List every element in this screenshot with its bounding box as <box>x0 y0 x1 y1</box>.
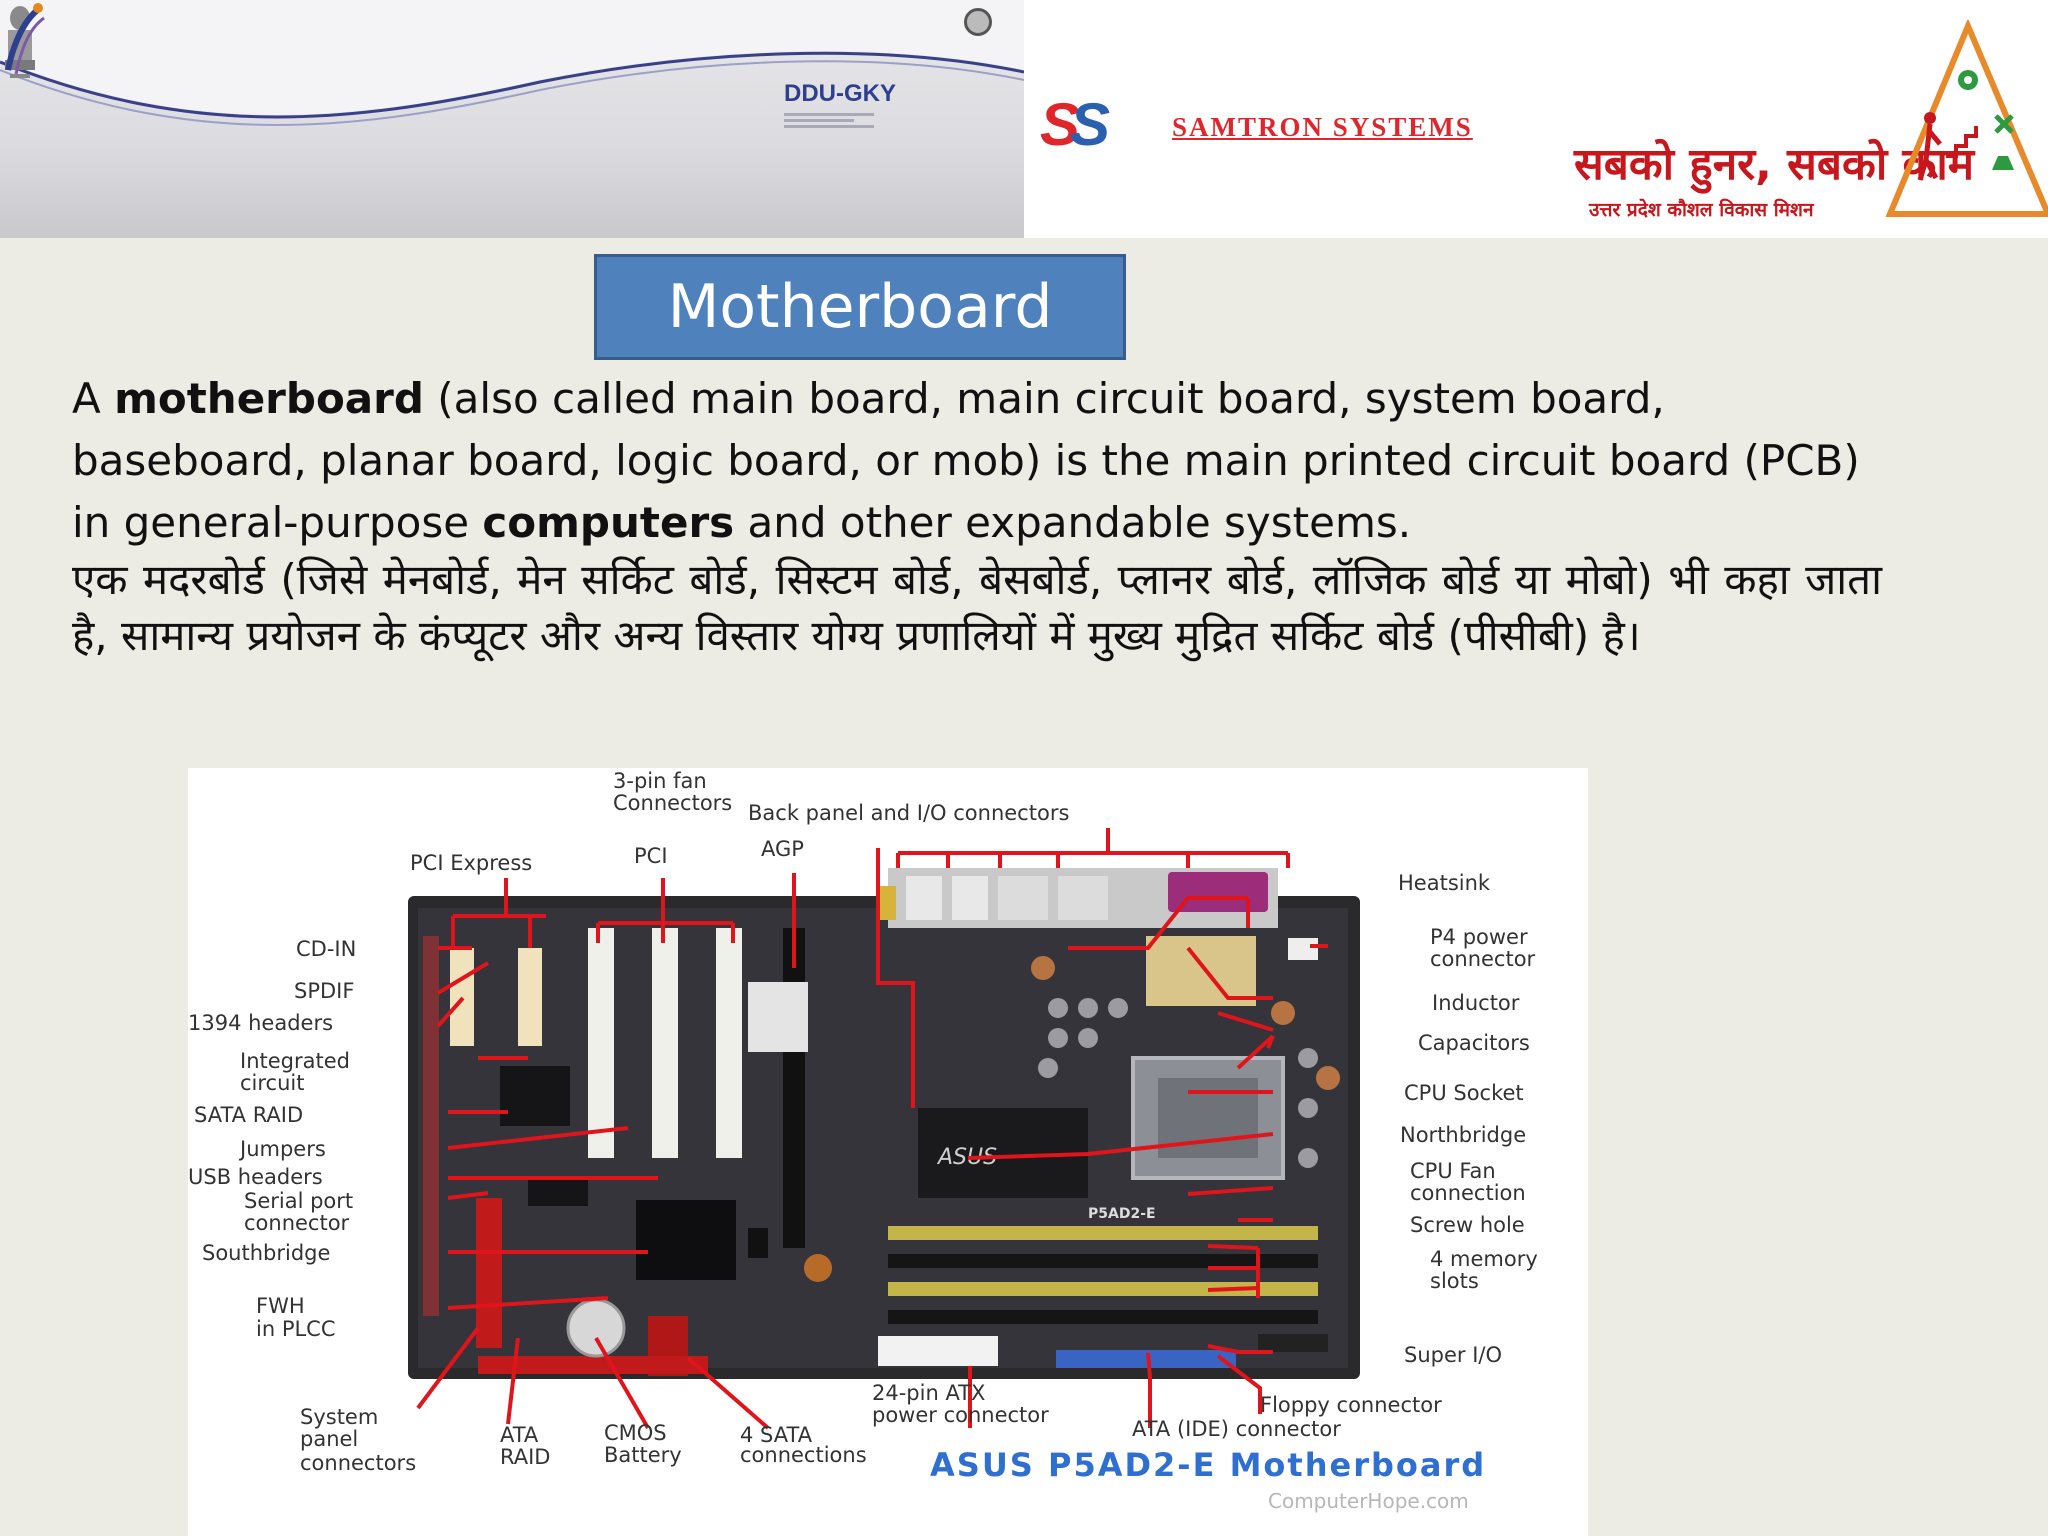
memory-slot-1 <box>888 1226 1318 1240</box>
label-sata-1: 4 SATA <box>740 1423 813 1447</box>
label-sys-1: System <box>300 1405 378 1429</box>
leader-lines <box>416 828 1328 1430</box>
label-fan-2: Connectors <box>613 791 732 815</box>
definition-hindi: एक मदरबोर्ड (जिसे मेनबोर्ड, मेन सर्किट ब… <box>72 555 1882 660</box>
definition-text-1: A <box>72 374 115 423</box>
company-name: SAMTRON SYSTEMS <box>1172 112 1473 142</box>
agp-slot <box>783 928 805 1248</box>
label-southbridge: Southbridge <box>202 1241 330 1265</box>
label-screw: Screw hole <box>1410 1213 1525 1237</box>
label-sata-raid: SATA RAID <box>194 1103 303 1127</box>
label-sys-3: connectors <box>300 1451 416 1475</box>
ddu-gky-logo-icon <box>5 3 45 75</box>
atx-power-connector <box>878 1336 998 1366</box>
label-mem-1: 4 memory <box>1430 1247 1538 1271</box>
label-floppy: Floppy connector <box>1260 1393 1442 1417</box>
ide-connector <box>1056 1350 1236 1368</box>
memory-slot-2 <box>888 1254 1318 1268</box>
definition-bold-computers: computers <box>482 498 735 547</box>
pci-slot-3 <box>716 928 742 1158</box>
label-cd-in: CD-IN <box>296 937 356 961</box>
label-cpu-fan-2: connection <box>1410 1181 1526 1205</box>
label-sata-2: connections <box>740 1443 867 1467</box>
header-banner-right: SS SAMTRON SYSTEMS सबको हुनर, सबको काम उ… <box>1024 0 2048 238</box>
slide-title: Motherboard <box>594 254 1126 360</box>
definition-text-2: (also called main board, main circuit bo… <box>72 374 1860 547</box>
skill-mission-triangle-icon <box>1885 20 2048 217</box>
motherboard-diagram-svg: ASUS P5AD2-E <box>188 769 1538 1513</box>
floppy-connector <box>1258 1334 1328 1352</box>
label-p4-1: P4 power <box>1430 925 1528 949</box>
definition-english: A motherboard (also called main board, m… <box>72 368 1892 554</box>
ss-logo: SS <box>1040 91 1110 158</box>
label-mem-2: slots <box>1430 1269 1479 1293</box>
label-fwh-2: in PLCC <box>256 1317 336 1341</box>
label-agp: AGP <box>761 837 804 861</box>
label-fwh-1: FWH <box>256 1294 305 1318</box>
label-ata-2: RAID <box>500 1445 550 1469</box>
label-atx-1: 24-pin ATX <box>872 1381 985 1405</box>
label-spdif: SPDIF <box>294 979 354 1003</box>
parallel-port <box>1168 872 1268 912</box>
ata-raid-connector <box>476 1198 502 1348</box>
label-capacitors: Capacitors <box>1418 1031 1530 1055</box>
label-serial-2: connector <box>244 1211 350 1235</box>
banner-swoosh <box>0 0 1024 126</box>
pci-slot-1 <box>588 928 614 1158</box>
label-cmos-1: CMOS <box>604 1421 667 1445</box>
label-cpu-socket: CPU Socket <box>1404 1081 1524 1105</box>
label-usb: USB headers <box>188 1165 323 1189</box>
definition-text-3: and other expandable systems. <box>734 498 1412 547</box>
ddu-gky-subtext <box>784 110 874 131</box>
cmos-battery <box>566 1298 626 1358</box>
ddu-gky-text: DDU-GKY <box>784 80 896 107</box>
label-pci-express: PCI Express <box>410 851 532 875</box>
seal-icon <box>964 8 992 36</box>
label-pci: PCI <box>634 844 668 868</box>
label-northbridge: Northbridge <box>1400 1123 1526 1147</box>
label-sys-2: panel <box>300 1427 358 1451</box>
label-serial-1: Serial port <box>244 1189 353 1213</box>
label-cpu-fan-1: CPU Fan <box>1410 1159 1496 1183</box>
pci-slot-2 <box>652 928 678 1158</box>
pci-express-slot-1 <box>450 948 474 1046</box>
southbridge-chip <box>636 1200 736 1280</box>
header-banner-left: DDU-GKY <box>0 0 1024 238</box>
label-heatsink: Heatsink <box>1398 871 1491 895</box>
label-back-panel: Back panel and I/O connectors <box>748 801 1069 825</box>
board-model-label: P5AD2-E <box>1088 1206 1156 1222</box>
figure-caption: ASUS P5AD2-E Motherboard <box>930 1446 1486 1484</box>
label-ata-1: ATA <box>500 1423 539 1447</box>
memory-slot-3 <box>888 1282 1318 1296</box>
label-jumpers: Jumpers <box>238 1137 326 1161</box>
label-ic-1: Integrated <box>240 1049 350 1073</box>
figure-source: ComputerHope.com <box>1268 1489 1469 1513</box>
label-fan: 3-pin fan <box>613 769 707 793</box>
motherboard-diagram: ASUS P5AD2-E <box>188 768 1588 1536</box>
label-cmos-2: Battery <box>604 1443 682 1467</box>
label-inductor: Inductor <box>1432 991 1520 1015</box>
label-ic-2: circuit <box>240 1071 304 1095</box>
memory-slot-4 <box>888 1310 1318 1324</box>
label-1394: 1394 headers <box>188 1011 333 1035</box>
label-p4-2: connector <box>1430 947 1536 971</box>
label-atx-2: power connector <box>872 1403 1049 1427</box>
pci-express-slot-2 <box>518 948 542 1046</box>
label-ide: ATA (IDE) connector <box>1132 1417 1341 1441</box>
heatsink-block <box>1146 936 1256 1006</box>
mission-hindi: उत्तर प्रदेश कौशल विकास मिशन <box>1589 199 1814 221</box>
label-super-io: Super I/O <box>1404 1343 1502 1367</box>
definition-bold-motherboard: motherboard <box>114 374 424 423</box>
